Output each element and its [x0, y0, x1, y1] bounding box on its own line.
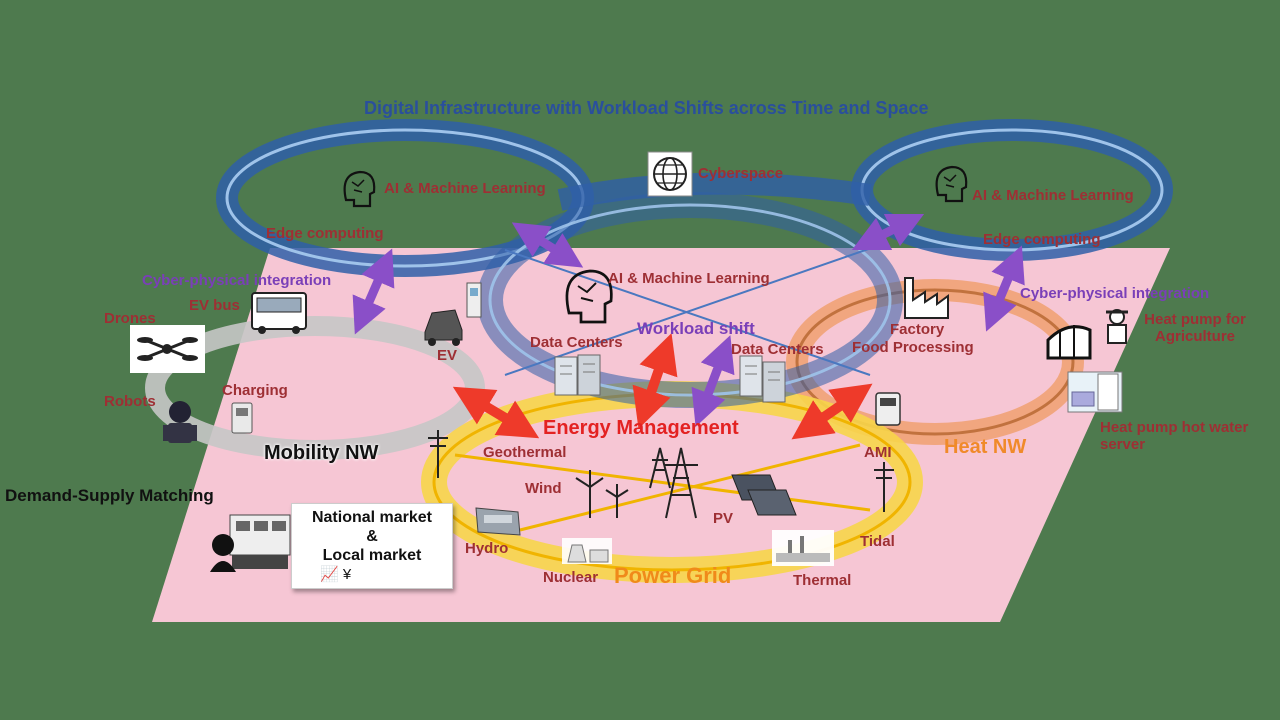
factory-icon [904, 277, 949, 319]
cyber-ring-center-inner [488, 203, 892, 397]
brain-icon [343, 170, 376, 208]
energy-arrow-center [632, 333, 678, 429]
label-hydro: Hydro [465, 540, 509, 557]
greenhouse-icon [1046, 325, 1092, 360]
label-edge-left: Edge computing [266, 225, 384, 242]
label-pv: PV [713, 510, 734, 527]
cyber-physical-arrow-right [983, 245, 1025, 332]
farmer-icon [1106, 309, 1128, 344]
solar-panel-icon [731, 474, 797, 516]
label-heat-nw: Heat NW [944, 436, 1027, 458]
nuclear-plant-icon [562, 538, 612, 564]
label-tidal: Tidal [860, 533, 895, 550]
label-geothermal: Geothermal [483, 444, 567, 461]
charger-icon [231, 402, 253, 434]
market-line-1: National market [311, 509, 433, 526]
label-factory: Factory [890, 321, 945, 338]
label-cyber-physical-left: Cyber-physical integration [142, 272, 332, 289]
label-data-centers-right: Data Centers [731, 341, 824, 358]
charger-icon [466, 282, 482, 318]
market-icons: 📈 ¥ [320, 566, 352, 583]
label-edge-right: Edge computing [983, 231, 1101, 248]
globe-icon [647, 151, 693, 197]
workload-arrow-left [511, 222, 584, 268]
server-icon [739, 355, 786, 403]
market-box: National market & Local market 📈 ¥ [291, 503, 453, 589]
smart-meter-icon [875, 392, 901, 426]
drone-icon [130, 325, 205, 373]
label-ai-center: AI & Machine Learning [608, 270, 770, 287]
thermal-plant-icon [772, 530, 834, 566]
label-ev-bus: EV bus [189, 297, 240, 314]
server-icon [554, 354, 601, 396]
label-data-centers-left: Data Centers [530, 334, 623, 351]
label-heat-pump-water: Heat pump hot water server [1100, 419, 1249, 453]
label-wind: Wind [525, 480, 562, 497]
workload-shift-arrow [691, 335, 735, 427]
label-ai-right: AI & Machine Learning [972, 187, 1134, 204]
label-energy-management: Energy Management [543, 417, 739, 439]
wind-turbine-icon [605, 484, 629, 518]
truck-icon [424, 309, 463, 346]
label-robots: Robots [104, 393, 156, 410]
bus-icon [251, 292, 307, 334]
label-charging: Charging [222, 382, 288, 399]
label-thermal: Thermal [793, 572, 852, 589]
utility-pole-icon [428, 430, 448, 478]
power-grid-line [454, 453, 871, 512]
label-ev: EV [437, 347, 458, 364]
label-cyber-physical-right: Cyber-physical integration [1020, 285, 1210, 302]
market-line-2: & [366, 528, 378, 546]
workload-arrow-right [851, 213, 925, 251]
brain-icon [935, 165, 968, 203]
wind-turbine-icon [575, 470, 604, 518]
label-power-grid: Power Grid [614, 563, 732, 588]
operator-icon [210, 514, 291, 572]
robot-icon [163, 401, 197, 443]
utility-pole-icon [874, 462, 894, 512]
label-mobility-nw: Mobility NW [264, 442, 379, 464]
label-heat-pump-agriculture: Heat pump for Agriculture [1144, 311, 1246, 345]
label-demand-supply-matching: Demand-Supply Matching [5, 486, 214, 505]
market-line-3: Local market [322, 547, 422, 565]
label-cyberspace: Cyberspace [698, 165, 784, 182]
pylon-icon [664, 447, 698, 519]
label-workload-shift: Workload shift [637, 319, 755, 338]
label-ami: AMI [864, 444, 892, 461]
cyber-cross-line [504, 244, 881, 376]
brain-icon [565, 269, 613, 324]
label-ai-left: AI & Machine Learning [384, 180, 546, 197]
energy-arrow-left [452, 386, 540, 439]
label-food-processing: Food Processing [852, 339, 974, 356]
dam-icon [475, 507, 521, 536]
label-nuclear: Nuclear [543, 569, 599, 586]
diagram-title: Digital Infrastructure with Workload Shi… [364, 98, 929, 118]
water-heater-icon [1067, 371, 1123, 413]
cyber-physical-arrow-left [352, 248, 395, 335]
pylon-icon [649, 447, 671, 489]
heat-ring-inner [795, 288, 1075, 436]
cyber-band [557, 172, 872, 211]
energy-arrow-right [791, 383, 873, 440]
label-drones: Drones [104, 310, 156, 327]
